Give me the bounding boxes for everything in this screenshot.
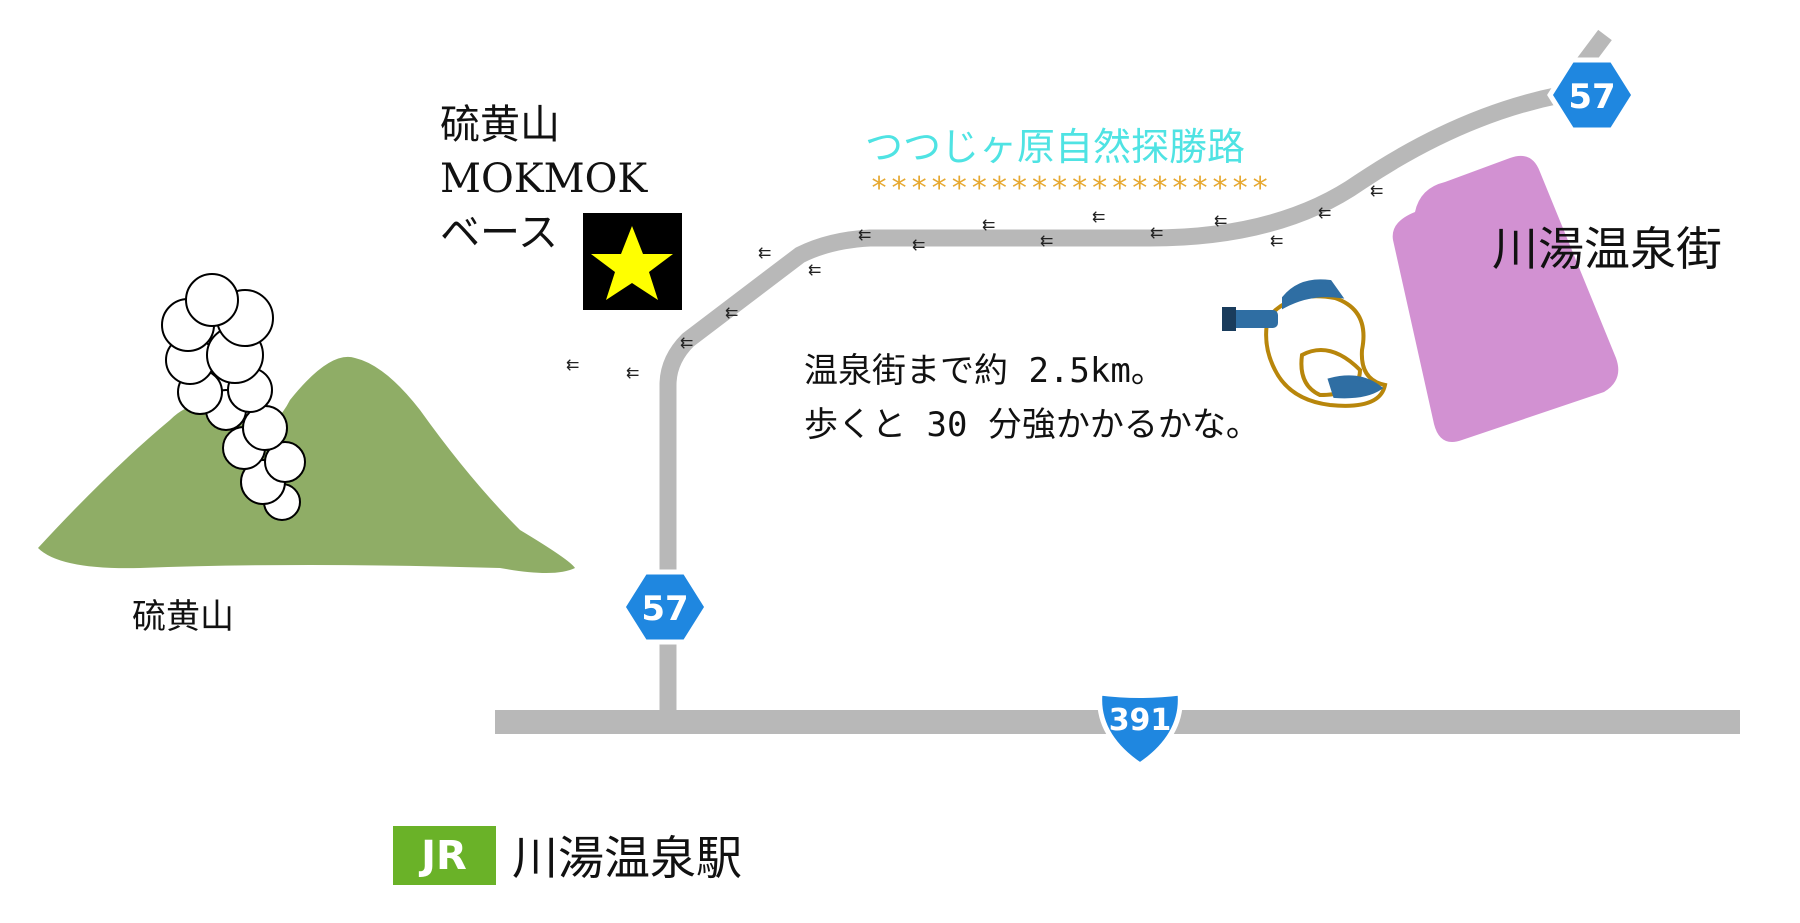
trail-footprints: ⇇ ⇇ ⇇ ⇇ ⇇ ⇇ ⇇ ⇇ ⇇ ⇇ ⇇ ⇇ ⇇ ⇇ ⇇ ⇇ bbox=[566, 181, 1383, 382]
station-marker: JR bbox=[393, 826, 496, 885]
route-number: 57 bbox=[641, 589, 688, 629]
footprint: ⇇ bbox=[1370, 181, 1383, 200]
walk-info-line2: 歩くと 30 分強かかるかな。 bbox=[804, 405, 1260, 445]
footprint: ⇇ bbox=[1092, 207, 1105, 226]
jr-logo bbox=[393, 826, 496, 885]
mountain-illustration bbox=[38, 273, 575, 573]
footprint: ⇇ bbox=[1214, 211, 1227, 230]
footprint: ⇇ bbox=[725, 303, 738, 322]
station-label: 川湯温泉駅 bbox=[512, 831, 742, 885]
footprint: ⇇ bbox=[758, 243, 771, 262]
star-icon bbox=[591, 226, 673, 300]
route-shield-south-391: 391 bbox=[1097, 690, 1183, 769]
footprint: ⇇ bbox=[626, 363, 639, 382]
footprint: ⇇ bbox=[808, 260, 821, 279]
mascot-wing-shade bbox=[1327, 375, 1384, 399]
jr-logo-text: JR bbox=[418, 833, 467, 879]
route-number: 57 bbox=[1568, 77, 1615, 117]
base-name-line2: MOKMOK bbox=[440, 156, 648, 202]
trail-star-row: ******************** bbox=[870, 171, 1271, 206]
mountain-shape bbox=[38, 356, 575, 573]
smoke-plume bbox=[161, 273, 306, 521]
footprint: ⇇ bbox=[680, 333, 693, 352]
mascot-cap bbox=[1282, 279, 1345, 310]
mascot-bird bbox=[1222, 279, 1388, 408]
road-route-57 bbox=[659, 29, 1612, 712]
trail-name-label: つつじヶ原自然探勝路 bbox=[865, 125, 1245, 169]
town-label: 川湯温泉街 bbox=[1492, 222, 1722, 276]
telescope-icon bbox=[1228, 310, 1278, 328]
footprint: ⇇ bbox=[858, 225, 871, 244]
footprint: ⇇ bbox=[1150, 223, 1163, 242]
route-number: 391 bbox=[1109, 703, 1172, 738]
footprint: ⇇ bbox=[912, 235, 925, 254]
footprint: ⇇ bbox=[566, 355, 579, 374]
mountain-label: 硫黄山 bbox=[132, 597, 234, 637]
footprint: ⇇ bbox=[1270, 231, 1283, 250]
base-name-line1: 硫黄山 bbox=[440, 102, 560, 148]
footprint: ⇇ bbox=[1040, 231, 1053, 250]
walk-info-line1: 温泉街まで約 2.5km。 bbox=[804, 351, 1165, 391]
footprint: ⇇ bbox=[1318, 203, 1331, 222]
town-area bbox=[1392, 155, 1619, 442]
route-shield-west-57: 57 bbox=[620, 569, 710, 645]
route-shield-north-57: 57 bbox=[1547, 57, 1637, 133]
base-star-marker bbox=[583, 213, 682, 310]
base-name-line3: ベース bbox=[440, 210, 558, 256]
footprint: ⇇ bbox=[982, 215, 995, 234]
